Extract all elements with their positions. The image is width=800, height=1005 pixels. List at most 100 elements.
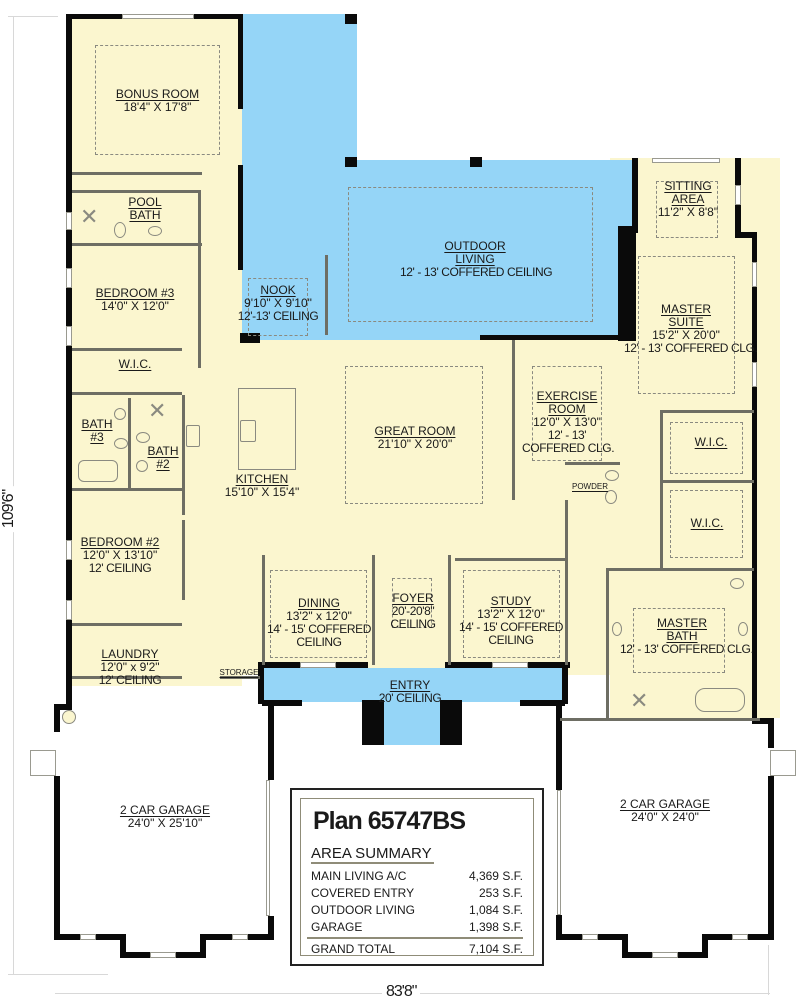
interior-wall <box>262 555 265 665</box>
room-name: OUTDOOR <box>444 239 506 253</box>
room-label-master-bath: MASTER BATH 12' - 13' COFFERED CLG. <box>620 617 754 656</box>
room-label-bath-3: BATH #3 <box>74 418 120 444</box>
room-label-kitchen: KITCHEN 15'10" X 15'4" <box>216 473 308 499</box>
garage-wall <box>54 704 60 732</box>
room-name: BATH <box>81 417 113 431</box>
room-name: W.I.C. <box>118 357 152 371</box>
area-summary-inner-frame: Plan 65747BS AREA SUMMARY MAIN LIVING A/… <box>300 798 534 956</box>
entry-stoop <box>372 700 446 745</box>
room-ceiling: 12' - 13' COFFERED CLG. <box>624 341 758 355</box>
overall-depth-label: 109'6" <box>0 485 19 533</box>
room-name: BEDROOM #2 <box>80 535 160 549</box>
room-name: MASTER <box>660 302 711 316</box>
window <box>150 952 176 958</box>
room-name: ENTRY <box>389 678 431 692</box>
interior-wall <box>220 676 260 679</box>
room-name: 2 CAR GARAGE <box>119 803 211 817</box>
left-garage-side-door <box>30 750 56 776</box>
exterior-wall <box>520 700 565 706</box>
room-name: KITCHEN <box>235 472 289 486</box>
center-fill <box>240 335 620 675</box>
garage-wall <box>556 934 582 940</box>
room-dims: 15'2" X 20'0" <box>652 328 720 342</box>
window <box>66 540 72 560</box>
interior-wall <box>72 348 182 351</box>
summary-divider <box>307 937 523 939</box>
great-room-ceiling-outline <box>345 366 483 504</box>
room-name: FOYER <box>392 591 434 605</box>
garage-wall <box>556 700 562 790</box>
garage-wall <box>268 916 274 940</box>
window <box>80 934 96 940</box>
room-dims: 18'4" X 17'8" <box>123 100 192 114</box>
room-name: ROOM <box>548 402 586 416</box>
interior-wall <box>448 555 451 665</box>
garage-wall <box>120 952 150 958</box>
shower-icon: ✕ <box>630 688 649 713</box>
room-ceiling: 20'-20'8" <box>391 604 435 618</box>
room-label-nook: NOOK 9'10" X 9'10" 12'-13' CEILING <box>236 284 320 323</box>
window <box>66 212 72 230</box>
area-summary-box: Plan 65747BS AREA SUMMARY MAIN LIVING A/… <box>290 788 544 966</box>
interior-wall <box>72 676 182 679</box>
exterior-wall <box>238 14 243 109</box>
foyer-ceiling-outline <box>392 578 432 628</box>
exterior-wall <box>632 158 638 233</box>
room-dims: 12'0" x 9'2" <box>100 660 160 674</box>
outdoor-living-ceiling-outline <box>348 187 593 322</box>
exterior-wall <box>238 165 243 270</box>
room-ceiling: COFFERED CLG. <box>522 441 615 455</box>
interior-wall <box>72 172 202 175</box>
interior-wall <box>565 462 620 465</box>
exterior-wall <box>262 700 302 706</box>
room-label-bonus-room: BONUS ROOM 18'4" X 17'8" <box>95 88 220 114</box>
master-wing-fill <box>610 158 780 718</box>
room-dims: 21'10" X 20'0" <box>377 437 453 451</box>
right-garage-side-door <box>770 750 796 776</box>
room-name: STORAGE <box>219 668 259 677</box>
garage-wall <box>268 704 274 780</box>
interior-wall <box>72 488 182 491</box>
room-label-sitting-area: SITTING AREA 11'2" X 8'8" <box>648 180 728 219</box>
exterior-wall <box>258 662 264 704</box>
room-label-study: STUDY 13'2" X 12'0" 14' - 15' COFFERED C… <box>456 595 566 647</box>
interior-wall <box>660 480 754 483</box>
room-label-bedroom-3: BEDROOM #3 14'0" X 12'0" <box>80 287 190 313</box>
interior-wall <box>372 555 375 665</box>
exterior-wall <box>618 226 636 341</box>
covered-entry-area <box>262 668 568 702</box>
room-ceiling: CEILING <box>488 633 534 647</box>
interior-wall <box>182 520 185 600</box>
window <box>66 600 72 620</box>
window <box>492 662 528 668</box>
entry-column <box>440 700 462 745</box>
room-label-bedroom-2: BEDROOM #2 12'0" X 13'10" 12' CEILING <box>74 536 166 575</box>
room-ceiling: 14' - 15' COFFERED <box>266 622 372 636</box>
room-label-great-room: GREAT ROOM 21'10" X 20'0" <box>360 425 470 451</box>
summary-row-value: 1,398 S.F. <box>468 920 523 934</box>
window <box>66 326 72 346</box>
entry-column <box>362 700 384 745</box>
room-name: POOL <box>128 195 162 209</box>
window <box>752 362 757 387</box>
room-ceiling: 12' - 13' <box>547 428 587 442</box>
toilet-icon <box>730 578 744 589</box>
room-name: POWDER <box>572 482 608 491</box>
interior-wall <box>128 398 131 488</box>
interior-wall <box>182 395 185 515</box>
room-ceiling: 12' - 13' COFFERED CLG. <box>620 642 754 656</box>
summary-total-row: GRAND TOTAL 7,104 S.F. <box>311 942 523 956</box>
summary-row-value: 1,084 S.F. <box>468 903 523 917</box>
room-name: AREA <box>671 192 705 206</box>
room-label-wic-upper: W.I.C. <box>686 436 736 449</box>
window <box>300 662 336 668</box>
room-ceiling: CEILING <box>390 617 436 631</box>
overall-width-label: 83'8" <box>382 983 421 1001</box>
room-ceiling: 12' CEILING <box>98 673 162 687</box>
room-dims: 14'0" X 12'0" <box>101 299 169 313</box>
shower-icon: ✕ <box>80 204 99 229</box>
summary-row-value: 4,369 S.F. <box>468 869 523 883</box>
summary-row: MAIN LIVING A/C 4,369 S.F. <box>311 869 523 883</box>
garage-wall <box>248 934 274 940</box>
